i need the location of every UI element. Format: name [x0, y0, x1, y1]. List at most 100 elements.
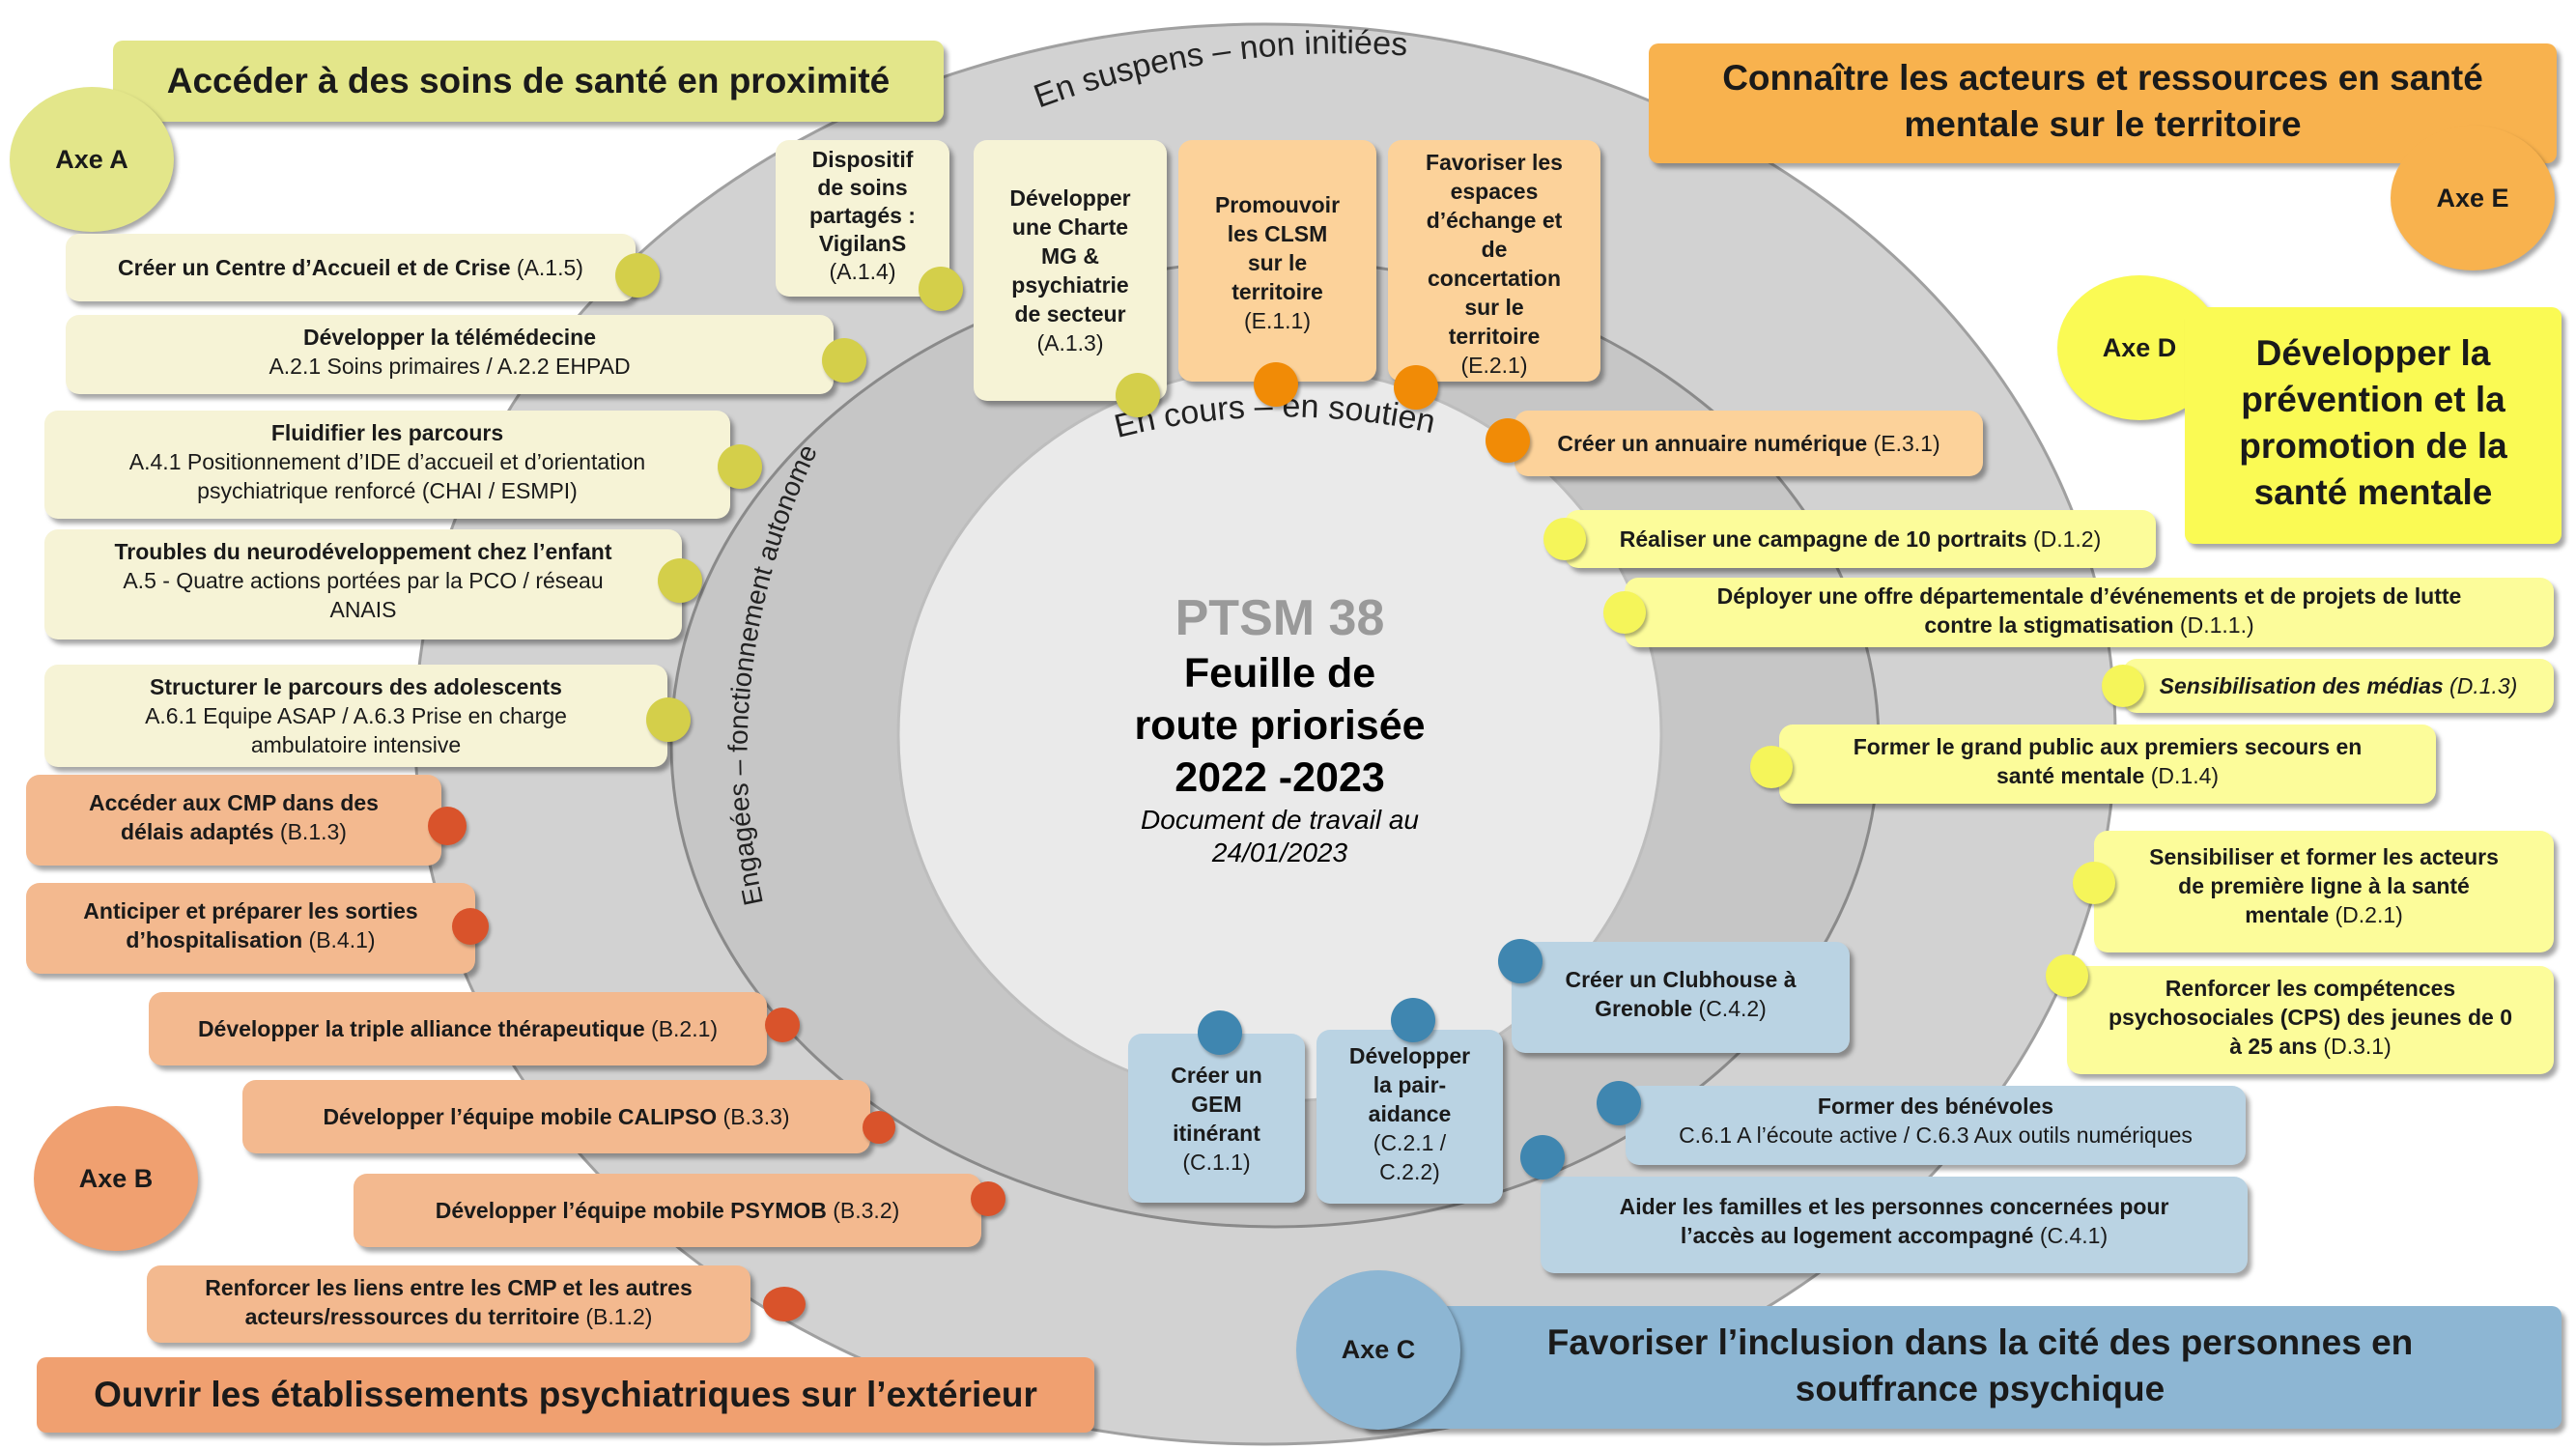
item-b32[interactable]: Développer l’équipe mobile PSYMOB (B.3.2… — [354, 1174, 981, 1247]
axe-c-title: Favoriser l’inclusion dans la cité des p… — [1360, 1306, 2562, 1429]
item-a6[interactable]: Structurer le parcours des adolescents A… — [44, 665, 667, 767]
item-d11-l1: Déployer une offre départementale d’évén… — [1716, 583, 2462, 609]
item-d31-l2: psychosociales (CPS) des jeunes de 0 — [2109, 1005, 2512, 1030]
item-a14[interactable]: Dispositif de soins partagés : VigilanS … — [776, 140, 949, 297]
item-c21[interactable]: Développer la pair- aidance (C.2.1 / C.2… — [1316, 1030, 1503, 1204]
item-b13-l2: délais adaptés — [121, 819, 274, 844]
item-c6[interactable]: Former des bénévoles C.6.1 A l’écoute ac… — [1626, 1086, 2246, 1165]
axe-c-badge: Axe C — [1296, 1270, 1460, 1430]
item-a4[interactable]: Fluidifier les parcours A.4.1 Positionne… — [44, 411, 730, 519]
status-dot-a2 — [822, 338, 866, 383]
item-a13[interactable]: Développer une Charte MG & psychiatrie d… — [974, 140, 1167, 401]
item-e11-l4: territoire — [1231, 279, 1323, 304]
axe-b-title: Ouvrir les établissements psychiatriques… — [37, 1357, 1094, 1433]
item-c11-l2: GEM — [1191, 1092, 1242, 1117]
item-c42-code: (C.4.2) — [1692, 996, 1767, 1021]
item-e21-l4: de — [1481, 237, 1508, 262]
item-c41-l1: Aider les familles et les personnes conc… — [1619, 1194, 2169, 1219]
item-c21-code2: C.2.2) — [1379, 1159, 1440, 1184]
item-a15-code: (A.1.5) — [510, 255, 583, 280]
item-b12-code: (B.1.2) — [580, 1304, 653, 1329]
item-b41[interactable]: Anticiper et préparer les sorties d’hosp… — [26, 883, 475, 974]
item-d12[interactable]: Réaliser une campagne de 10 portraits (D… — [1565, 510, 2156, 568]
item-a5[interactable]: Troubles du neurodéveloppement chez l’en… — [44, 529, 682, 639]
item-c41[interactable]: Aider les familles et les personnes conc… — [1541, 1177, 2248, 1273]
item-c21-code1: (C.2.1 / — [1373, 1130, 1447, 1155]
item-c11-l3: itinérant — [1173, 1121, 1260, 1146]
axe-c-label: Axe C — [1341, 1335, 1416, 1364]
item-c6-sub: C.6.1 A l’écoute active / C.6.3 Aux outi… — [1679, 1122, 2193, 1148]
status-dot-a13 — [1116, 373, 1160, 417]
item-c11-code: (C.1.1) — [1182, 1150, 1251, 1175]
item-c42[interactable]: Créer un Clubhouse à Grenoble (C.4.2) — [1512, 942, 1850, 1053]
status-dot-a6 — [646, 697, 691, 742]
item-d13[interactable]: Sensibilisation des médias (D.1.3) — [2123, 659, 2554, 713]
status-dot-b33 — [863, 1111, 895, 1144]
item-d14[interactable]: Former le grand public aux premiers seco… — [1779, 724, 2436, 804]
item-a13-l2: une Charte — [1011, 214, 1129, 240]
axe-a-label: Axe A — [55, 144, 128, 174]
roadmap-line2: route priorisée — [1134, 702, 1426, 749]
item-c21-l2: la pair- — [1373, 1072, 1447, 1097]
item-d21-code: (D.2.1) — [2329, 902, 2403, 927]
status-dot-e21 — [1394, 365, 1438, 410]
status-dot-c11 — [1198, 1010, 1242, 1055]
item-a6-sub2: ambulatoire intensive — [250, 732, 462, 757]
item-b21[interactable]: Développer la triple alliance thérapeuti… — [149, 992, 767, 1065]
status-dot-d31 — [2046, 954, 2088, 997]
item-a15[interactable]: Créer un Centre d’Accueil et de Crise (A… — [66, 234, 636, 301]
status-dot-b32 — [971, 1181, 1005, 1216]
item-b13[interactable]: Accéder aux CMP dans des délais adaptés … — [26, 775, 441, 866]
item-c41-code: (C.4.1) — [2033, 1223, 2109, 1248]
item-e21-l3: d’échange et — [1426, 208, 1563, 233]
item-a2-sub: A.2.1 Soins primaires / A.2.2 EHPAD — [269, 354, 631, 379]
item-b33[interactable]: Développer l’équipe mobile CALIPSO (B.3.… — [242, 1080, 870, 1153]
axe-e-badge: Axe E — [2391, 126, 2555, 270]
item-d31[interactable]: Renforcer les compétences psychosociales… — [2067, 966, 2554, 1074]
item-c6-label: Former des bénévoles — [1817, 1094, 2054, 1119]
status-dot-a5 — [658, 558, 702, 603]
item-a13-l1: Développer — [1009, 185, 1131, 211]
item-d11[interactable]: Déployer une offre départementale d’évén… — [1625, 578, 2554, 647]
item-a13-l5: de secteur — [1014, 301, 1126, 327]
axe-b-badge: Axe B — [34, 1106, 198, 1251]
item-e11[interactable]: Promouvoir les CLSM sur le territoire (E… — [1178, 140, 1376, 382]
item-b12-l1: Renforcer les liens entre les CMP et les… — [205, 1275, 693, 1300]
status-dot-c42 — [1498, 939, 1543, 983]
axe-e-label: Axe E — [2436, 183, 2509, 213]
status-dot-b12 — [763, 1287, 806, 1321]
item-b12-l2: acteurs/ressources du territoire — [244, 1304, 580, 1329]
status-dot-c21 — [1391, 998, 1435, 1042]
item-c11[interactable]: Créer un GEM itinérant (C.1.1) — [1128, 1034, 1305, 1203]
item-a2[interactable]: Développer la télémédecine A.2.1 Soins p… — [66, 315, 834, 394]
item-c42-l1: Créer un Clubhouse à — [1565, 967, 1797, 992]
axe-b-title-text: Ouvrir les établissements psychiatriques… — [94, 1375, 1037, 1414]
item-e31[interactable]: Créer un annuaire numérique (E.3.1) — [1514, 411, 1983, 476]
item-d31-l1: Renforcer les compétences — [2165, 976, 2456, 1001]
item-d21-l1: Sensibiliser et former les acteurs — [2149, 844, 2499, 869]
item-a6-label: Structurer le parcours des adolescents — [150, 674, 562, 699]
axe-a-badge: Axe A — [10, 87, 174, 232]
item-d21[interactable]: Sensibiliser et former les acteurs de pr… — [2094, 831, 2554, 952]
item-b21-label: Développer la triple alliance thérapeuti… — [197, 1016, 645, 1041]
item-c21-l1: Développer — [1348, 1043, 1471, 1068]
item-d12-code: (D.1.2) — [2026, 526, 2102, 552]
axe-e-title-l2: mentale sur le territoire — [1904, 104, 2302, 144]
status-dot-b41 — [452, 908, 489, 945]
item-e21-l6: sur le — [1464, 295, 1524, 320]
item-d14-code: (D.1.4) — [2144, 763, 2220, 788]
item-a4-label: Fluidifier les parcours — [270, 420, 504, 445]
item-e21-code: (E.2.1) — [1460, 353, 1528, 378]
item-d31-l3: à 25 ans — [2229, 1034, 2318, 1059]
status-dot-b13 — [428, 807, 467, 845]
item-b12[interactable]: Renforcer les liens entre les CMP et les… — [147, 1265, 750, 1343]
item-d14-l1: Former le grand public aux premiers seco… — [1853, 734, 2363, 759]
axe-c-title-l2: souffrance psychique — [1795, 1369, 2166, 1408]
status-dot-a4 — [718, 444, 762, 489]
item-a13-code: (A.1.3) — [1036, 330, 1104, 355]
item-b41-l1: Anticiper et préparer les sorties — [83, 898, 418, 923]
status-dot-a14 — [919, 267, 963, 311]
item-a14-l4: VigilanS — [818, 231, 907, 256]
item-e21[interactable]: Favoriser les espaces d’échange et de co… — [1388, 140, 1600, 382]
axe-d-title-l3: promotion de la — [2239, 426, 2507, 466]
